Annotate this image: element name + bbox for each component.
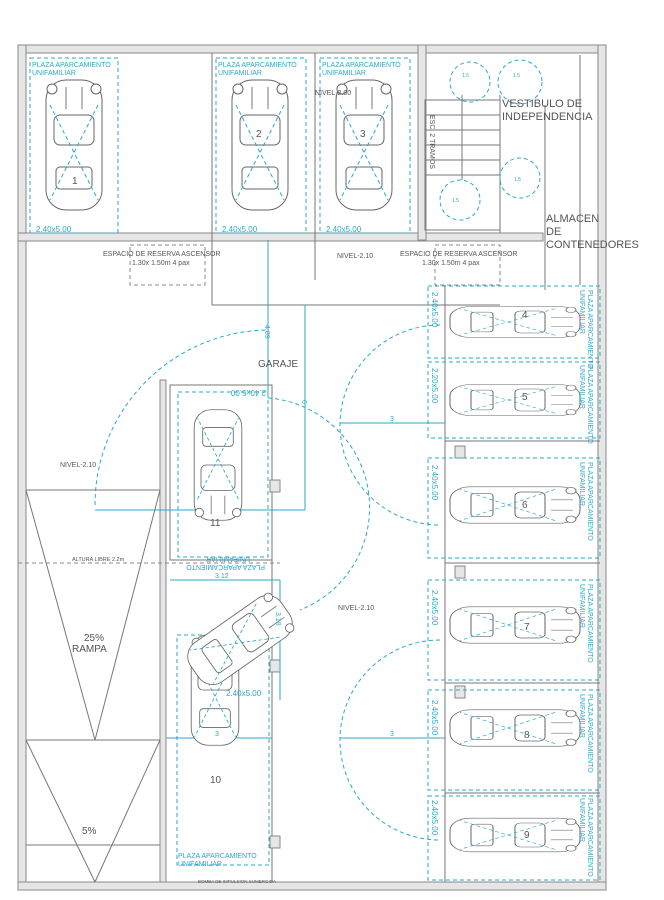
bay-4-size: 2.40x5.00 (430, 292, 439, 328)
dim-3-18: 3.18 (274, 612, 281, 626)
bay-2-label: PLAZA APARCAMIENTO (218, 62, 297, 69)
room-label-vestibule: VESTIBULO DE (502, 98, 582, 110)
bay-6-number: 6 (522, 500, 528, 511)
bay-6-label-2: UNIFAMILIAR (578, 462, 585, 506)
bay-6-size: 2.40x5.00 (430, 465, 439, 501)
labels: GARAJE VESTIBULO DE INDEPENDENCIA ALMACE… (32, 62, 639, 884)
bay-5-label: PLAZA APARCAMIENTO (586, 365, 593, 444)
outer-walls (17, 44, 607, 891)
bay-2-size: 2.40x5.00 (222, 225, 258, 234)
bay-8-label-2: UNIFAMILIAR (578, 694, 585, 738)
bay-2-number: 2 (256, 129, 262, 140)
bay-1-label-2: UNIFAMILIAR (32, 70, 76, 77)
room-label-storage-2: DE (546, 226, 561, 238)
parking-bays (29, 57, 601, 881)
bay-5-size: 2.20x5.00 (430, 368, 439, 404)
bay-11-number: 11 (210, 518, 221, 529)
room-label-garage: GARAJE (258, 359, 298, 370)
bay-7-number: 7 (524, 622, 530, 633)
stairs-label: ESC. 2 TRAMOS (428, 115, 435, 169)
turn-circle-4: 1.5 (514, 177, 521, 183)
turn-circle-2: 1.5 (513, 73, 520, 79)
bay-5-number: 5 (522, 392, 528, 403)
level-top: NIVEL-2.00 (315, 90, 351, 97)
bay-10-size: 2.40x5.00 (226, 689, 262, 698)
bay-7-label: PLAZA APARCAMIENTO (586, 584, 593, 663)
level-upper-mid: NIVEL-2.10 (337, 253, 373, 260)
bay-8-size: 2.40x5.00 (430, 700, 439, 736)
bay-1-size: 2.40x5.00 (36, 225, 72, 234)
dim-4-89: 4.89 (263, 325, 270, 339)
elevator-reserve-1-size: 1.30x 1.50m 4 pax (132, 260, 190, 267)
ramp-label: RAMPA (72, 644, 107, 655)
pillars (269, 445, 466, 849)
bay-3-label: PLAZA APARCAMIENTO (322, 62, 401, 69)
bay-3-label-2: UNIFAMILIAR (322, 70, 366, 77)
bay-10-label: PLAZA APARCAMIENTO (178, 853, 257, 860)
bay-11-size: 2.40x5.00 (230, 388, 266, 397)
bay-3-number: 3 (360, 129, 366, 140)
bay-6-label: PLAZA APARCAMIENTO (586, 462, 593, 541)
ramp-slope-upper: 25% (84, 633, 104, 644)
bay-9-label: PLAZA APARCAMIENTO (586, 798, 593, 877)
bay-11-label-2: UNIFAMILIAR (206, 555, 250, 562)
bay-9-number: 9 (524, 830, 530, 841)
dim-6: 6 (300, 400, 307, 404)
room-label-storage-3: CONTENEDORES (546, 239, 639, 251)
room-label-vestibule-2: INDEPENDENCIA (502, 111, 593, 123)
bay-4-number: 4 (522, 310, 528, 321)
ramp-slope-lower: 5% (82, 826, 97, 837)
bay-10-label-2: UNIFAMILIAR (178, 861, 222, 868)
dim-3-right-top: 3 (390, 416, 394, 423)
bay-8-number: 8 (524, 730, 530, 741)
elevator-reserve-2-size: 1.30x 1.50m 4 pax (422, 260, 480, 267)
bay-9-size: 2.40x5.00 (430, 800, 439, 836)
dim-3-right-bottom: 3 (390, 731, 394, 738)
elevator-reserve-2: ESPACIO DE RESERVA ASCENSOR (400, 251, 517, 258)
bay-10-number: 10 (210, 775, 222, 786)
bay-11-label: PLAZA APARCAMIENTO (186, 563, 265, 570)
level-left: NIVEL-2.10 (60, 462, 96, 469)
ramp (25, 489, 161, 883)
stairs (424, 95, 501, 231)
bay-5-label-2: UNIFAMILIAR (578, 365, 585, 409)
bay-4-label: PLAZA APARCAMIENTO (586, 290, 593, 369)
bay-7-label-2: UNIFAMILIAR (578, 584, 585, 628)
room-label-storage: ALMACEN (546, 213, 599, 225)
turning-circles (94, 59, 543, 841)
bay-9-label-2: UNIFAMILIAR (578, 798, 585, 842)
pump-label: BOMBA DE IMPULSION SUMERGIDA (198, 879, 276, 884)
bay-3-size: 2.40x5.00 (326, 225, 362, 234)
bay-1-number: 1 (72, 176, 78, 187)
elevator-reserve-1: ESPACIO DE RESERVA ASCENSOR (103, 251, 220, 258)
dim-3-left: 3 (215, 731, 219, 738)
turn-circle-3: 1.5 (452, 198, 459, 204)
dim-3-12: 3.12 (215, 573, 229, 580)
bay-2-label-2: UNIFAMILIAR (218, 70, 262, 77)
clearance-label: ALTURA LIBRE 2.2m (72, 557, 125, 563)
level-center: NIVEL-2.10 (338, 605, 374, 612)
turn-circle-1: 1.5 (462, 73, 469, 79)
bay-8-label: PLAZA APARCAMIENTO (586, 694, 593, 773)
bay-1-label: PLAZA APARCAMIENTO (32, 62, 111, 69)
bay-7-size: 2.40x5.00 (430, 590, 439, 626)
bay-4-label-2: UNIFAMILIAR (578, 290, 585, 334)
